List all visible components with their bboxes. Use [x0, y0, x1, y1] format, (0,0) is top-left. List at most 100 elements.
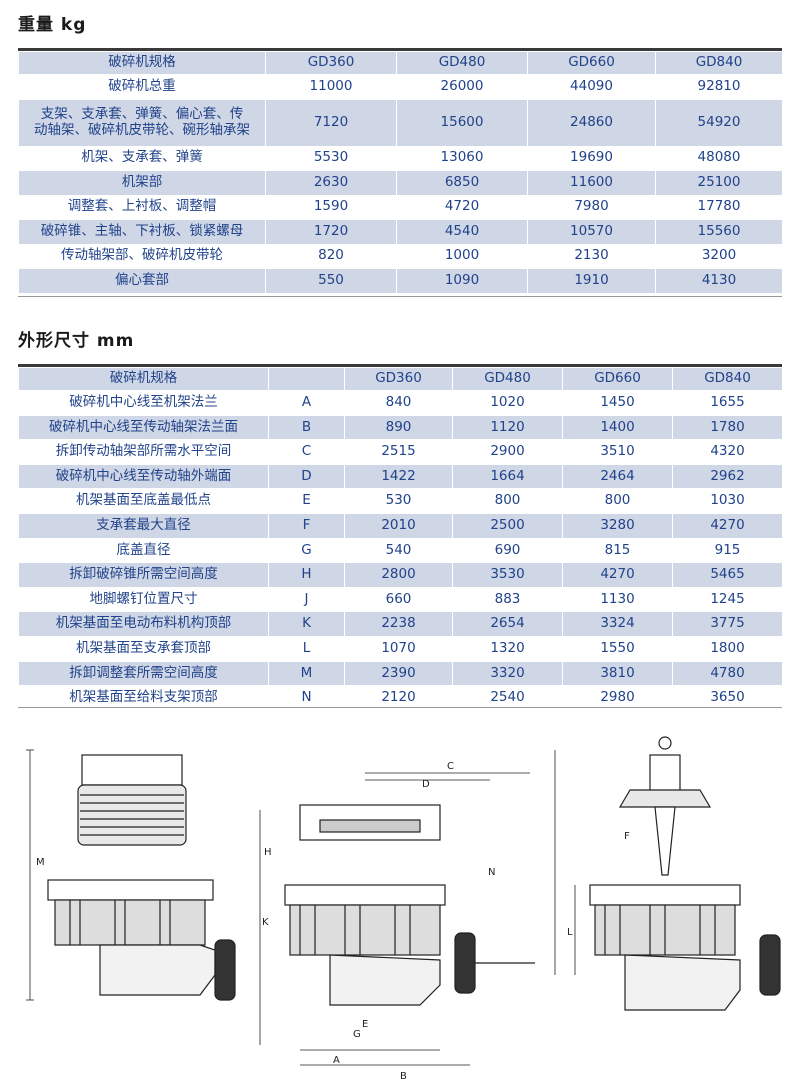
value-cell: 4130	[655, 268, 783, 294]
value-cell: 4270	[672, 512, 783, 539]
value-cell: 1780	[672, 414, 783, 441]
value-cell: 1090	[396, 268, 528, 294]
dimension-code: N	[268, 685, 345, 711]
row-label: 机架基面至给料支架顶部	[18, 685, 269, 711]
dim-label-h: H	[264, 847, 272, 858]
value-cell: 3320	[452, 660, 563, 687]
value-cell: 1450	[562, 390, 673, 416]
row-label: 破碎机总重	[18, 74, 266, 100]
value-cell: 44090	[527, 74, 656, 100]
row-label: 机架基面至底盖最低点	[18, 488, 269, 514]
header-cell	[268, 367, 345, 391]
row-label: 支架、支承套、弹簧、偏心套、传 动轴架、破碎机皮带轮、碗形轴承架	[18, 98, 266, 147]
dimension-code: H	[268, 562, 345, 588]
dimension-code: L	[268, 635, 345, 662]
value-cell: 1400	[562, 414, 673, 441]
row-label: 拆卸传动轴架部所需水平空间	[18, 439, 269, 465]
value-cell: 17780	[655, 194, 783, 220]
row-label: 拆卸破碎锥所需空间高度	[18, 562, 269, 588]
value-cell: 1070	[344, 635, 453, 662]
value-cell: 2515	[344, 439, 453, 465]
header-cell: GD360	[265, 51, 397, 75]
value-cell: 800	[562, 488, 673, 514]
value-cell: 1020	[452, 390, 563, 416]
crusher-dimension-drawing: M C D N K H E G A B F L	[0, 735, 800, 1086]
row-label: 破碎机中心线至机架法兰	[18, 390, 269, 416]
value-cell: 3530	[452, 562, 563, 588]
dim-label-b: B	[400, 1071, 407, 1082]
row-label: 地脚螺钉位置尺寸	[18, 586, 269, 613]
value-cell: 2390	[344, 660, 453, 687]
value-cell: 915	[672, 537, 783, 564]
header-cell: GD840	[655, 51, 783, 75]
value-cell: 690	[452, 537, 563, 564]
header-cell: 破碎机规格	[18, 51, 266, 75]
row-label: 破碎机中心线至传动轴外端面	[18, 463, 269, 490]
value-cell: 2962	[672, 463, 783, 490]
left-view	[26, 749, 236, 1001]
header-cell: GD360	[344, 367, 453, 391]
value-cell: 19690	[527, 145, 656, 171]
value-cell: 2130	[527, 243, 656, 269]
row-label: 机架基面至电动布料机构顶部	[18, 611, 269, 637]
row-label: 拆卸调整套所需空间高度	[18, 660, 269, 687]
value-cell: 820	[265, 243, 397, 269]
dim-label-g: G	[353, 1029, 361, 1040]
value-cell: 92810	[655, 74, 783, 100]
value-cell: 3510	[562, 439, 673, 465]
row-label: 机架、支承套、弹簧	[18, 145, 266, 171]
value-cell: 1130	[562, 586, 673, 613]
dim-label-a: A	[333, 1055, 340, 1066]
value-cell: 1000	[396, 243, 528, 269]
value-cell: 54920	[655, 98, 783, 147]
value-cell: 48080	[655, 145, 783, 171]
dim-label-d: D	[422, 779, 430, 790]
value-cell: 2120	[344, 685, 453, 711]
value-cell: 1655	[672, 390, 783, 416]
value-cell: 1550	[562, 635, 673, 662]
value-cell: 2900	[452, 439, 563, 465]
value-cell: 11600	[527, 170, 656, 196]
header-cell: GD660	[527, 51, 656, 75]
weight-table-top-rule	[18, 48, 782, 51]
crusher-drawing-svg: M C D N K H E G A B F L	[26, 736, 781, 1082]
value-cell: 3650	[672, 685, 783, 711]
value-cell: 1720	[265, 219, 397, 245]
value-cell: 1320	[452, 635, 563, 662]
value-cell: 3775	[672, 611, 783, 637]
dim-label-e: E	[362, 1019, 368, 1030]
row-label: 传动轴架部、破碎机皮带轮	[18, 243, 266, 269]
dimension-code: A	[268, 390, 345, 416]
dimension-code: E	[268, 488, 345, 514]
value-cell: 7980	[527, 194, 656, 220]
value-cell: 550	[265, 268, 397, 294]
value-cell: 1910	[527, 268, 656, 294]
weight-section-title: 重量 kg	[18, 15, 87, 35]
value-cell: 2800	[344, 562, 453, 588]
value-cell: 25100	[655, 170, 783, 196]
value-cell: 15600	[396, 98, 528, 147]
value-cell: 26000	[396, 74, 528, 100]
value-cell: 883	[452, 586, 563, 613]
row-label: 调整套、上衬板、调整帽	[18, 194, 266, 220]
value-cell: 3324	[562, 611, 673, 637]
value-cell: 2540	[452, 685, 563, 711]
